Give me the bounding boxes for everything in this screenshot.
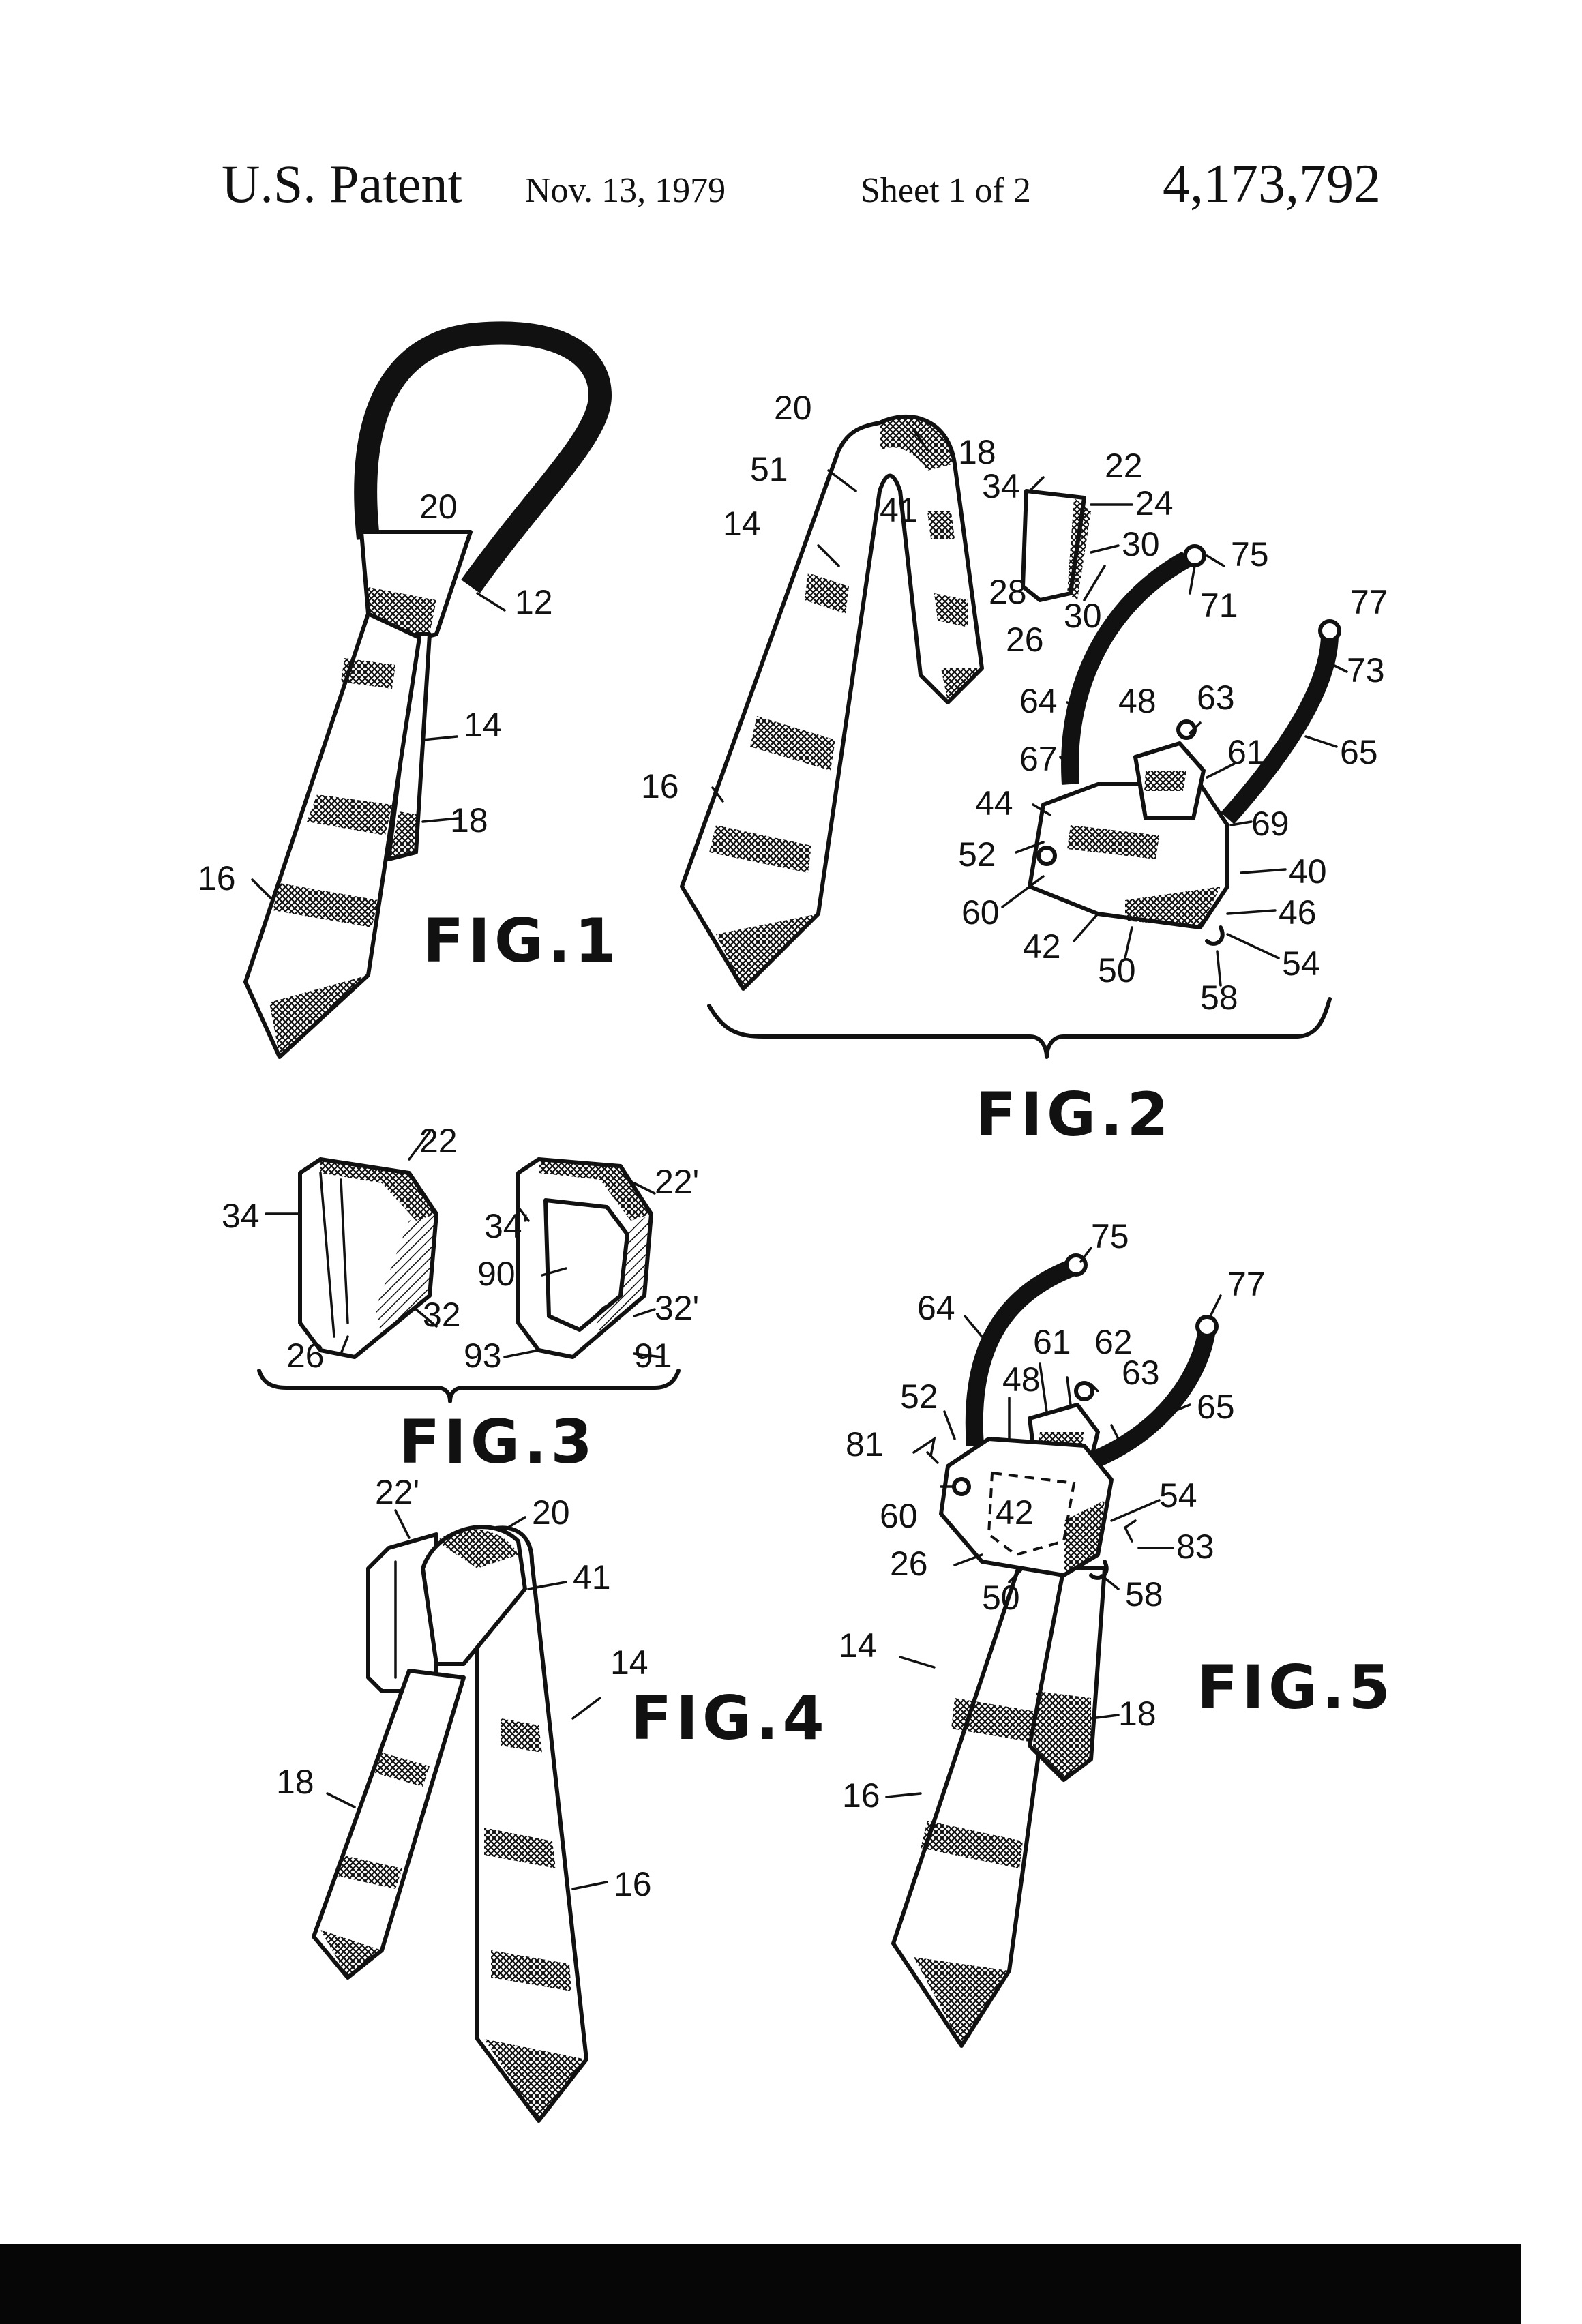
ref-18-fig1: 18 <box>450 801 488 839</box>
ref-42-fig5: 42 <box>996 1493 1034 1532</box>
ref-64-fig5: 64 <box>917 1289 955 1327</box>
ref-22prime-fig3: 22' <box>655 1163 699 1201</box>
ref-58-fig2: 58 <box>1200 979 1238 1017</box>
ref-42-fig2: 42 <box>1023 927 1061 966</box>
ref-18-fig5: 18 <box>1118 1695 1156 1733</box>
figure-2-label: FIG.2 <box>975 1079 1173 1150</box>
ref-30b-fig2: 30 <box>1064 597 1102 635</box>
ref-51-fig2: 51 <box>750 450 788 488</box>
patent-number: 4,173,792 <box>1163 154 1381 214</box>
figure-2-drawing: 20 18 51 41 14 34 22 24 30 30 28 26 75 7… <box>641 389 1388 1150</box>
ref-50-fig2: 50 <box>1098 951 1136 989</box>
figure-5-drawing: 75 77 64 61 62 52 48 63 65 81 60 42 54 2… <box>839 1217 1394 2048</box>
ref-48-fig5: 48 <box>1002 1360 1041 1399</box>
ref-50-fig5: 50 <box>982 1579 1020 1617</box>
ref-52-fig5: 52 <box>900 1377 938 1416</box>
ref-24-fig2: 24 <box>1135 484 1174 522</box>
ref-16-fig5: 16 <box>842 1776 880 1815</box>
ref-48-fig2: 48 <box>1118 682 1156 720</box>
ref-18-fig2: 18 <box>958 433 996 471</box>
ref-16-fig2: 16 <box>641 767 679 805</box>
ref-22-fig2: 22 <box>1105 447 1143 485</box>
ref-26-fig2: 26 <box>1006 621 1044 659</box>
figure-1-label: FIG.1 <box>423 906 621 976</box>
ref-71-fig2: 71 <box>1200 586 1238 625</box>
ref-52-fig2: 52 <box>958 835 996 874</box>
ref-63-fig5: 63 <box>1122 1354 1160 1392</box>
patent-title: U.S. Patent <box>222 154 463 213</box>
ref-69-fig2: 69 <box>1251 805 1289 843</box>
ref-41-fig2: 41 <box>880 491 918 529</box>
ref-90-fig3: 90 <box>477 1255 516 1293</box>
ref-93-fig3: 93 <box>464 1337 502 1375</box>
scan-border-bar <box>0 2244 1521 2324</box>
ref-26-fig3: 26 <box>286 1337 325 1375</box>
patent-date: Nov. 13, 1979 <box>525 171 726 210</box>
ref-83-fig5: 83 <box>1176 1528 1214 1566</box>
ref-61-fig5: 61 <box>1033 1323 1071 1361</box>
ref-62-fig5: 62 <box>1094 1323 1133 1361</box>
ref-63-fig2: 63 <box>1197 679 1235 717</box>
ref-32-fig3: 32 <box>423 1296 461 1334</box>
ref-14-fig4: 14 <box>610 1643 648 1682</box>
ref-28-fig2: 28 <box>989 573 1027 611</box>
ref-44-fig2: 44 <box>975 784 1013 822</box>
ref-73-fig2: 73 <box>1347 651 1385 689</box>
ref-32prime-fig3: 32' <box>655 1289 699 1327</box>
ref-12-fig1: 12 <box>515 583 553 621</box>
ref-65-fig5: 65 <box>1197 1388 1235 1426</box>
ref-20-fig2: 20 <box>774 389 812 427</box>
ref-26-fig5: 26 <box>890 1545 928 1583</box>
ref-77-fig5: 77 <box>1227 1265 1266 1303</box>
ref-77-fig2: 77 <box>1350 583 1388 621</box>
ref-20-fig4: 20 <box>532 1493 570 1532</box>
ref-60-fig5: 60 <box>880 1497 918 1535</box>
ref-14-fig1: 14 <box>464 706 502 744</box>
figure-4-label: FIG.4 <box>631 1683 829 1753</box>
ref-54-fig5: 54 <box>1159 1476 1197 1515</box>
figure-5-label: FIG.5 <box>1197 1652 1394 1723</box>
ref-41-fig4: 41 <box>573 1558 611 1596</box>
figure-3-label: FIG.3 <box>399 1407 597 1477</box>
ref-16-fig4: 16 <box>614 1865 652 1903</box>
ref-75-fig5: 75 <box>1091 1217 1129 1255</box>
ref-34prime-fig3: 34' <box>484 1207 528 1245</box>
figure-3-drawing: 22 22' 34 34' 90 32 32' 26 93 91 FIG.3 <box>222 1122 699 1477</box>
ref-34-fig2: 34 <box>982 467 1020 505</box>
ref-58-fig5: 58 <box>1125 1575 1163 1613</box>
ref-16-fig1: 16 <box>198 859 236 897</box>
ref-91-fig3: 91 <box>634 1337 672 1375</box>
ref-22prime-fig4: 22' <box>375 1473 419 1511</box>
sheet-indicator: Sheet 1 of 2 <box>861 171 1031 210</box>
ref-65-fig2: 65 <box>1340 733 1378 771</box>
ref-75-fig2: 75 <box>1231 535 1269 573</box>
ref-61-fig2: 61 <box>1227 733 1266 771</box>
ref-22-fig3: 22 <box>419 1122 458 1160</box>
figure-1-drawing: 20 12 14 18 16 FIG.1 <box>198 321 621 1059</box>
ref-60-fig2: 60 <box>961 893 1000 932</box>
ref-54-fig2: 54 <box>1282 944 1320 983</box>
ref-64-fig2: 64 <box>1019 682 1058 720</box>
ref-30a-fig2: 30 <box>1122 525 1160 563</box>
figure-4-drawing: 22' 20 41 14 18 16 FIG.4 <box>276 1473 829 2123</box>
ref-14-fig2: 14 <box>723 505 761 543</box>
ref-34-fig3: 34 <box>222 1197 260 1235</box>
ref-46-fig2: 46 <box>1279 893 1317 932</box>
ref-81-fig5: 81 <box>846 1425 884 1463</box>
ref-14-fig5: 14 <box>839 1626 877 1665</box>
ref-40-fig2: 40 <box>1289 852 1327 891</box>
ref-18-fig4: 18 <box>276 1763 314 1801</box>
ref-20-fig1: 20 <box>419 488 458 526</box>
ref-67-fig2: 67 <box>1019 740 1058 778</box>
